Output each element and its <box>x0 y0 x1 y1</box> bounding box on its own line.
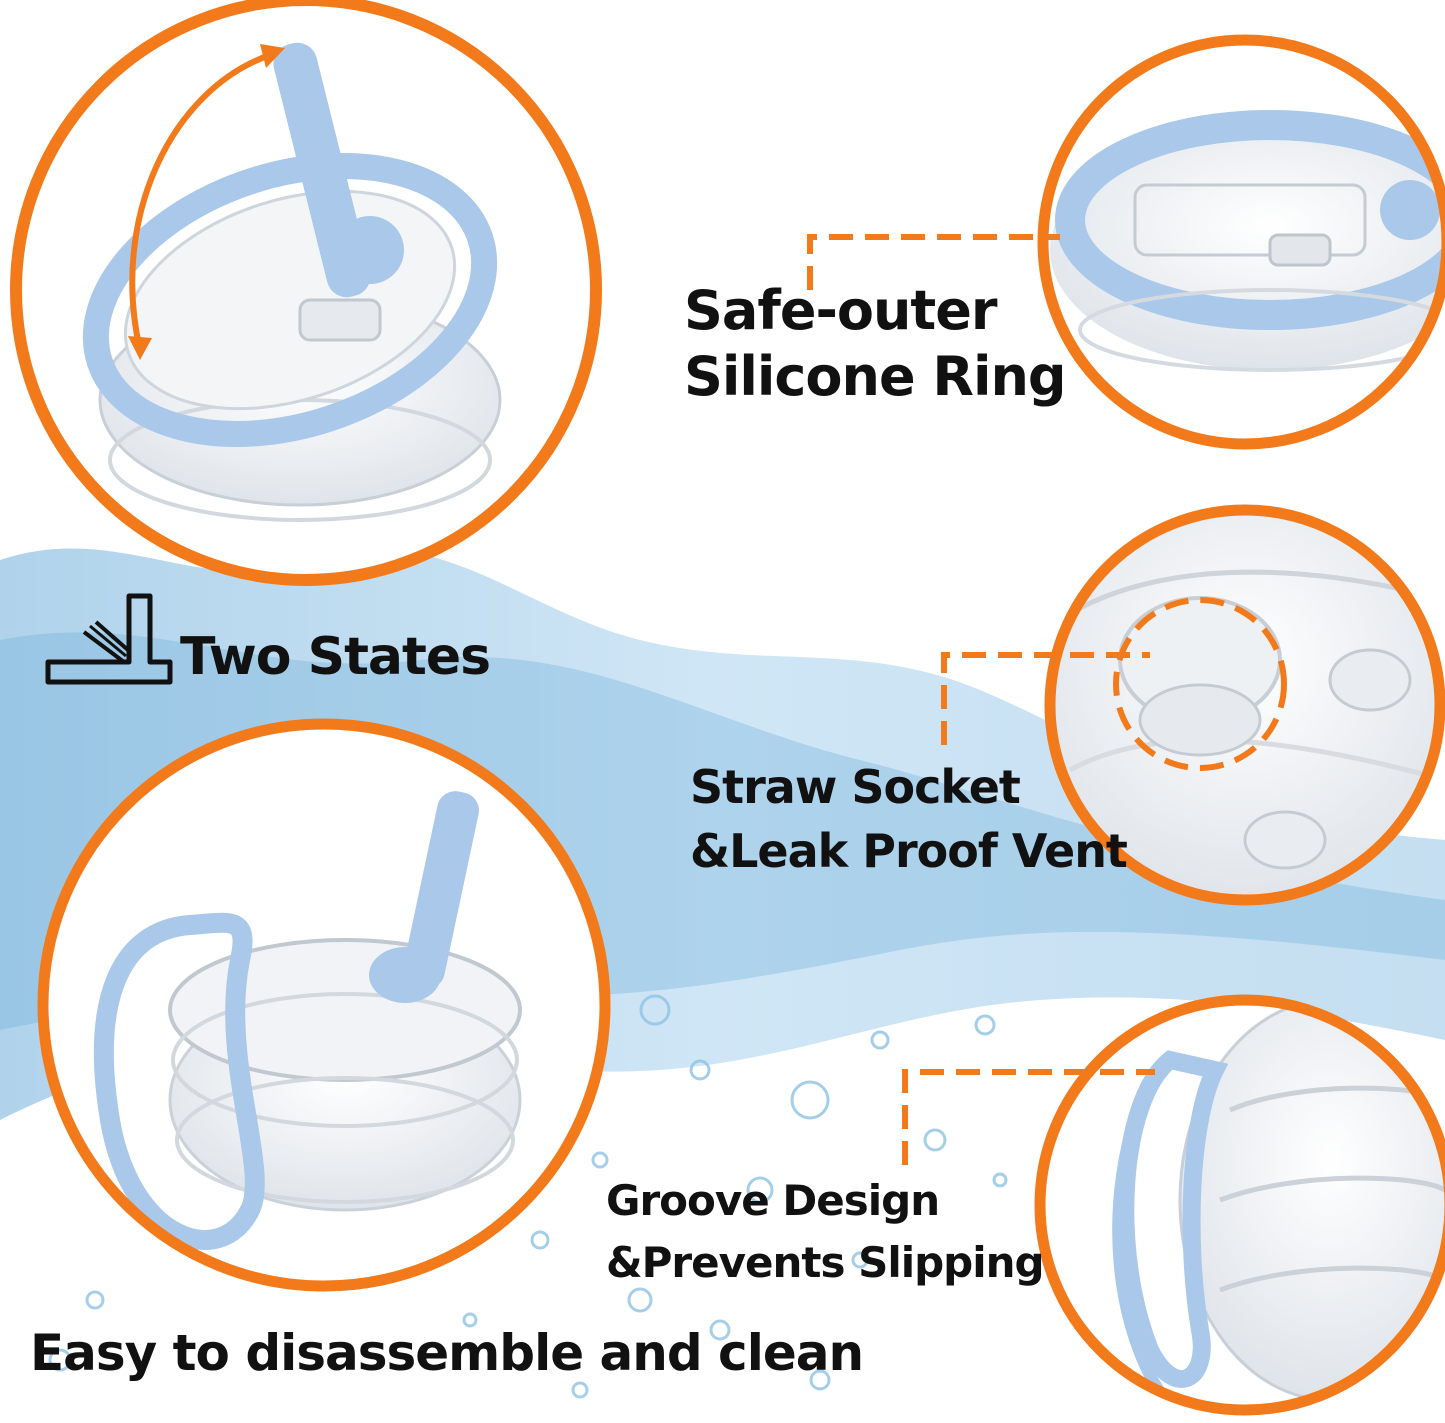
water-bubbles <box>48 994 1008 1399</box>
callout-line: Groove Design <box>606 1176 940 1225</box>
groove-callout: Groove Design &Prevents Slipping <box>606 1170 1045 1294</box>
straw-socket-photo <box>1044 504 1445 906</box>
straw-toggle-icon <box>45 593 173 685</box>
callout-leaders <box>807 234 1155 1165</box>
two-states-label: Two States <box>180 627 491 687</box>
callout-line: &Leak Proof Vent <box>690 824 1128 878</box>
lid-straw-photo <box>10 0 602 586</box>
callout-line: Silicone Ring <box>684 345 1067 408</box>
callout-line: Safe-outer <box>684 279 997 342</box>
silicone-ring-callout: Safe-outer Silicone Ring <box>684 278 1067 410</box>
groove-photo <box>1034 994 1445 1416</box>
clean-caption: Easy to disassemble and clean <box>30 1324 864 1382</box>
straw-socket-callout: Straw Socket &Leak Proof Vent <box>690 755 1128 883</box>
disassembled-lid-photo <box>37 718 611 1292</box>
callout-line: Straw Socket <box>690 760 1021 814</box>
silicone-ring-photo <box>1037 34 1445 450</box>
callout-line: &Prevents Slipping <box>606 1238 1045 1287</box>
